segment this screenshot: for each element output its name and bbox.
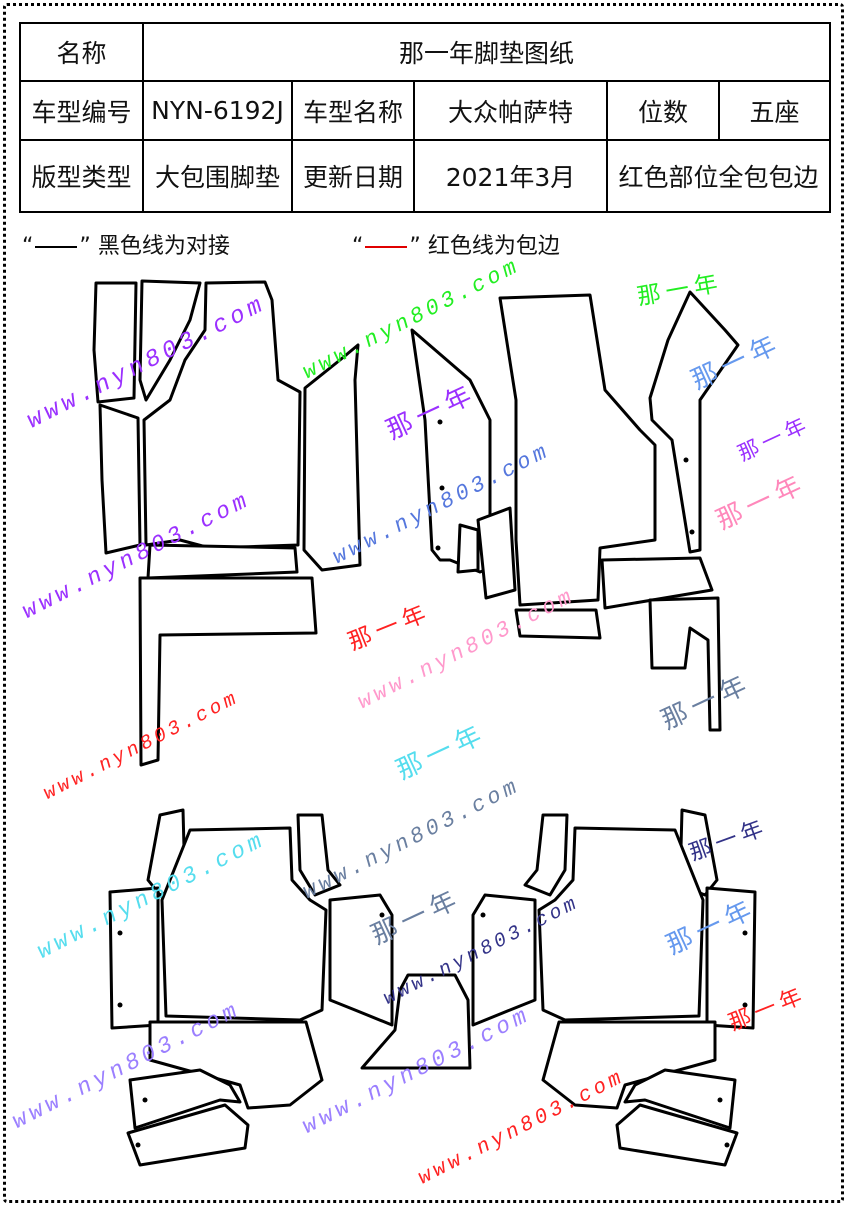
mat-piece: [705, 886, 757, 1030]
mat-piece: [126, 1103, 250, 1167]
mat-piece: [98, 403, 142, 555]
mat-piece: [471, 893, 537, 1027]
clip-hole-dot: [742, 1002, 748, 1008]
mat-piece: [146, 543, 299, 580]
clip-hole-dot: [742, 930, 748, 936]
mat-piece: [328, 893, 394, 1027]
mat-piece: [623, 1068, 737, 1130]
legend-red: “ ” 红色线为包边: [352, 228, 560, 260]
mat-piece: [476, 506, 517, 600]
mat-piece: [128, 1068, 242, 1130]
clip-hole-dot: [117, 1002, 123, 1008]
mat-piece: [615, 1103, 739, 1167]
model-value: 大众帕萨特: [413, 80, 608, 141]
quote: “: [22, 234, 34, 259]
mat-piece: [296, 813, 342, 897]
mat-piece: [541, 1020, 717, 1110]
red-line-sample: [365, 246, 408, 248]
mat-piece: [302, 343, 362, 572]
clip-hole-dot: [683, 457, 689, 463]
model-label: 车型名称: [291, 80, 415, 141]
name-value: 那一年脚垫图纸: [141, 22, 832, 82]
clip-hole-dot: [142, 1097, 148, 1103]
mat-piece: [600, 556, 714, 610]
clip-hole-dot: [439, 485, 445, 491]
mat-piece: [160, 826, 328, 1022]
mat-piece: [138, 576, 318, 767]
rear-right-mats: [471, 808, 757, 1167]
clip-hole-dot: [135, 1142, 141, 1148]
clip-hole-dot: [437, 419, 443, 425]
page-border: [3, 3, 844, 1203]
clip-hole-dot: [717, 1097, 723, 1103]
seats-value: 五座: [717, 80, 832, 141]
name-label: 名称: [19, 22, 144, 82]
quote: “: [352, 234, 364, 259]
mat-piece: [108, 886, 160, 1030]
black-line-sample: [35, 246, 78, 248]
clip-hole-dot: [480, 912, 486, 918]
mat-piece: [514, 608, 602, 640]
mat-piece: [523, 813, 569, 897]
legend-black: “ ” 黑色线为对接: [22, 228, 230, 260]
mat-piece: [456, 523, 480, 574]
mat-piece: [537, 826, 705, 1022]
date-label: 更新日期: [291, 139, 415, 213]
legend-black-text: 黑色线为对接: [97, 234, 230, 259]
mat-piece: [360, 973, 472, 1070]
clip-hole-dot: [435, 545, 441, 551]
front-mats: [92, 279, 740, 767]
seats-label: 位数: [606, 80, 720, 141]
mat-piece: [142, 280, 302, 550]
quote: ”: [79, 234, 91, 259]
code-value: NYN-6192J: [142, 80, 293, 141]
clip-hole-dot: [689, 529, 695, 535]
clip-hole-dot: [117, 930, 123, 936]
code-label: 车型编号: [19, 80, 144, 141]
mat-piece: [498, 293, 657, 607]
edge-note: 红色部位全包包边: [605, 139, 832, 213]
quote: ”: [409, 234, 421, 259]
mat-piece: [148, 1020, 324, 1110]
type-label: 版型类型: [19, 139, 144, 213]
rear-left-mats: [108, 808, 394, 1167]
date-value: 2021年3月: [413, 139, 608, 213]
mat-piece: [138, 279, 202, 402]
type-value: 大包围脚垫: [142, 139, 293, 213]
legend-red-text: 红色线为包边: [427, 234, 560, 259]
mat-piece: [92, 281, 138, 404]
mat-piece: [648, 290, 740, 554]
clip-hole-dot: [724, 1142, 730, 1148]
clip-hole-dot: [379, 912, 385, 918]
mat-piece: [648, 596, 722, 732]
center-mat: [360, 973, 472, 1070]
info-table: 名称 那一年脚垫图纸 车型编号 NYN-6192J 车型名称 大众帕萨特 位数 …: [19, 22, 832, 213]
